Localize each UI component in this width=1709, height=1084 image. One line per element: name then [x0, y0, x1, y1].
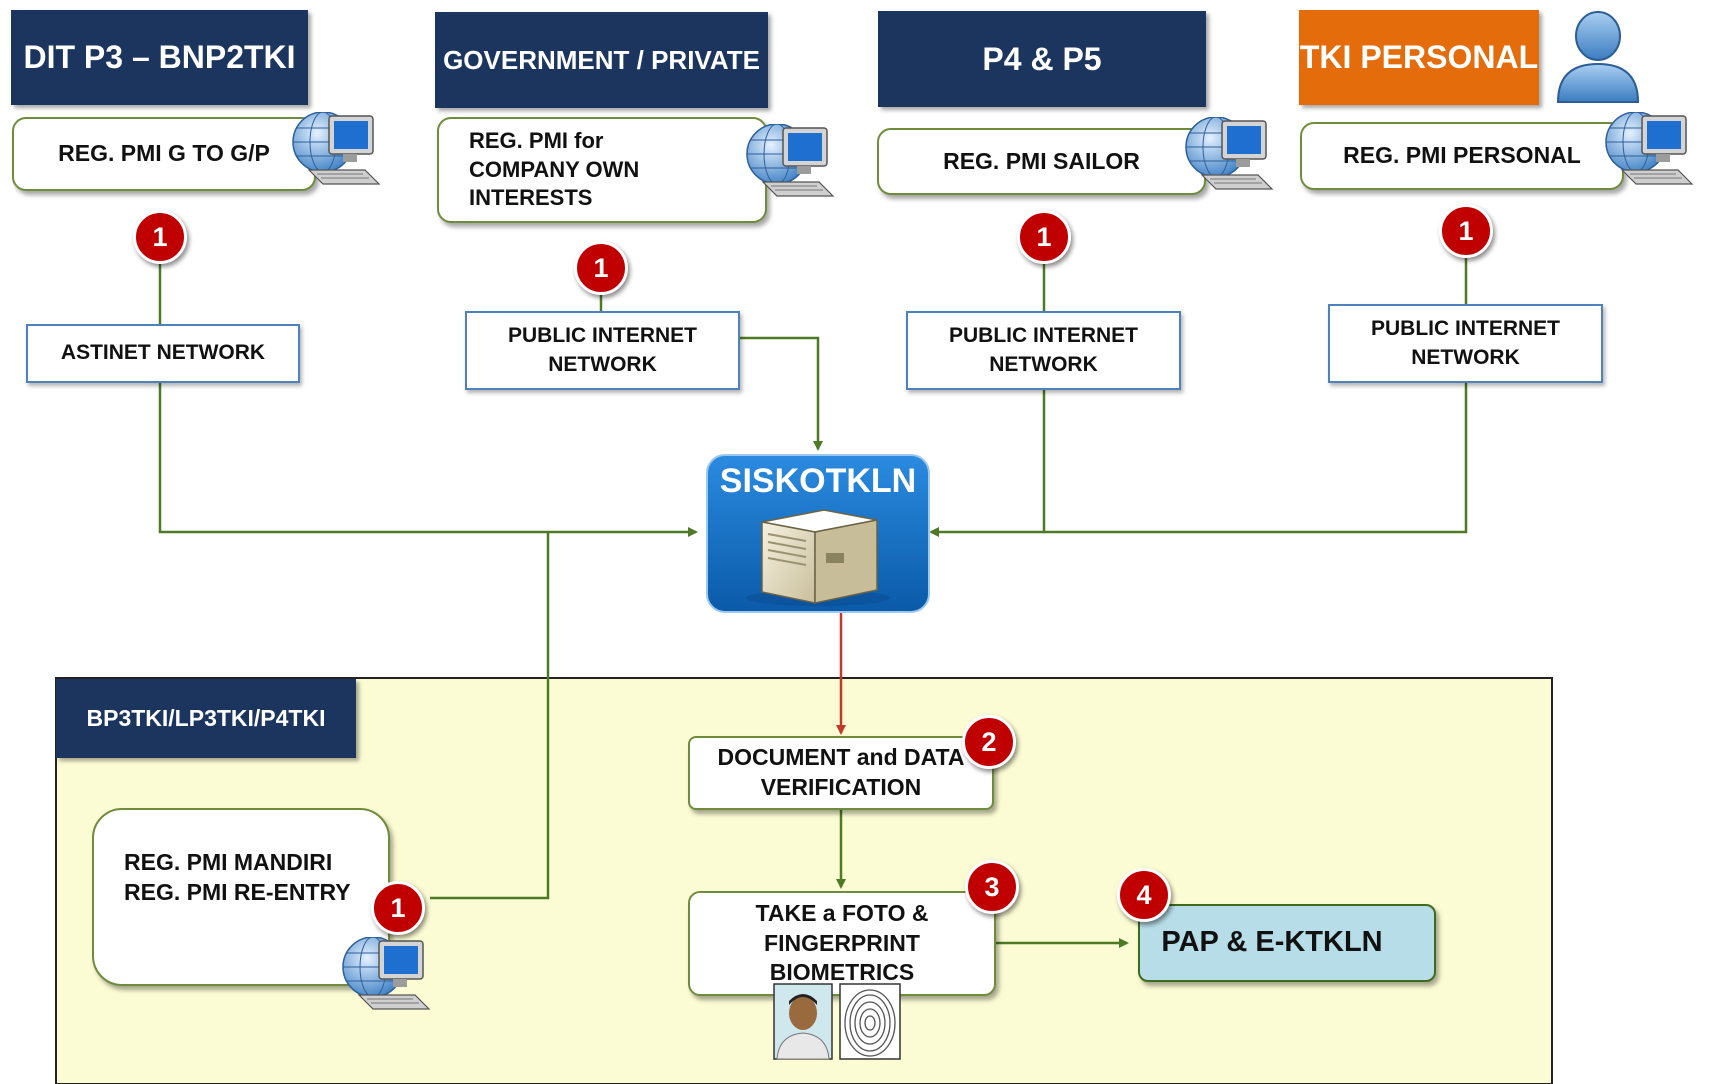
photo-icon — [773, 983, 833, 1060]
siskotkln-label: SISKOTKLN — [719, 462, 917, 500]
step-2-badge: 2 — [962, 715, 1016, 769]
header-p4-p5: P4 & P5 — [878, 11, 1206, 107]
reg-pmi-company-node[interactable]: REG. PMI for COMPANY OWN INTERESTS — [437, 117, 767, 223]
globe-computer-icon — [342, 937, 430, 1010]
astinet-network-box: ASTINET NETWORK — [26, 324, 300, 383]
header-bp3tki: BP3TKI/LP3TKI/P4TKI — [56, 679, 356, 758]
header-tki-personal: TKI PERSONAL — [1299, 10, 1539, 105]
reg-pmi-sailor-node[interactable]: REG. PMI SAILOR — [877, 128, 1206, 195]
reg-pmi-mandiri-node[interactable]: REG. PMI MANDIRI REG. PMI RE-ENTRY — [92, 808, 390, 986]
globe-computer-icon — [1185, 117, 1273, 190]
step-1-badge-dit: 1 — [133, 210, 187, 264]
biometrics-node[interactable]: TAKE a FOTO & FINGERPRINT BIOMETRICS — [688, 891, 996, 996]
user-icon — [1556, 11, 1640, 103]
globe-computer-icon — [292, 112, 380, 185]
network-connectors — [158, 258, 1468, 948]
step-1-badge-personal: 1 — [1439, 204, 1493, 258]
step-1-badge-government: 1 — [574, 241, 628, 295]
public-internet-network-box-government: PUBLIC INTERNET NETWORK — [465, 311, 740, 390]
public-internet-network-box-sailor: PUBLIC INTERNET NETWORK — [906, 311, 1181, 390]
reg-pmi-personal-node[interactable]: REG. PMI PERSONAL — [1300, 122, 1624, 190]
globe-computer-icon — [1605, 112, 1693, 185]
header-dit-p3: DIT P3 – BNP2TKI — [11, 10, 308, 105]
pap-ektkln-node[interactable]: PAP & E-KTKLN — [1138, 904, 1436, 982]
header-government-private: GOVERNMENT / PRIVATE — [435, 12, 768, 108]
fingerprint-icon — [839, 983, 901, 1060]
server-icon — [746, 509, 890, 606]
public-internet-network-box-personal: PUBLIC INTERNET NETWORK — [1328, 304, 1603, 383]
step-4-badge: 4 — [1117, 868, 1171, 922]
globe-computer-icon — [746, 124, 834, 197]
step-3-badge: 3 — [965, 860, 1019, 914]
step-1-badge-p4p5: 1 — [1017, 210, 1071, 264]
step-1-badge-mandiri: 1 — [371, 881, 425, 935]
document-verification-node[interactable]: DOCUMENT and DATA VERIFICATION — [688, 736, 994, 810]
reg-pmi-g-to-g-node[interactable]: REG. PMI G TO G/P — [12, 117, 316, 191]
